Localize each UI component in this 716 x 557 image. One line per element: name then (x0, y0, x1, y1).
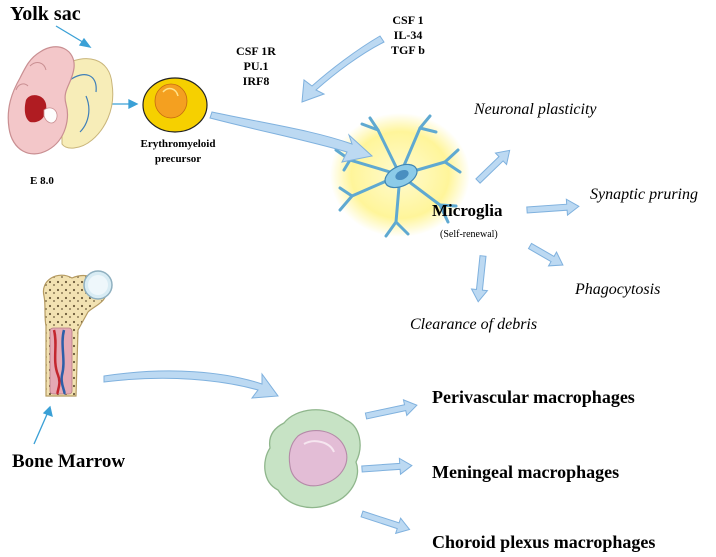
factors-left-list: CSF 1R PU.1 IRF8 (228, 44, 284, 89)
arrow-phagocytosis (527, 242, 564, 267)
self-renewal-label: (Self-renewal) (440, 229, 498, 240)
choroid-label: Choroid plexus macrophages (432, 532, 656, 552)
factor-pu1: PU.1 (243, 59, 269, 73)
yolk-sac-pointer (55, 25, 92, 48)
perivascular-label: Perivascular macrophages (432, 387, 635, 407)
macrophage-cell-icon (264, 409, 361, 509)
factor-csf1r: CSF 1R (236, 44, 276, 58)
bone-marrow-pointer (33, 405, 53, 445)
yolk-sac-label: Yolk sac (10, 3, 81, 25)
precursor-label-line-2: precursor (154, 153, 202, 165)
factors-to-microglia-arrow (301, 35, 385, 103)
factor-il34: IL-34 (393, 28, 423, 42)
clearance-label: Clearance of debris (410, 316, 538, 333)
factor-irf8: IRF8 (242, 74, 270, 88)
factors-right-list: CSF 1 IL-34 TGF b (380, 13, 436, 58)
bone-marrow-label: Bone Marrow (12, 451, 126, 472)
synaptic-pruning-label: Synaptic pruring (590, 186, 698, 203)
arrow-meningeal (361, 457, 413, 476)
bone-icon (42, 270, 113, 397)
arrow-synaptic-pruning (526, 198, 580, 217)
precursor-to-microglia-arrow (209, 111, 374, 163)
arrow-perivascular (364, 399, 418, 420)
meningeal-label: Meningeal macrophages (432, 462, 620, 482)
precursor-label-line-1: Erythromyeloid (140, 138, 216, 150)
arrow-choroid (360, 510, 411, 535)
factor-tgfb: TGF b (391, 43, 425, 57)
arrow-neuronal-plasticity (475, 149, 511, 184)
phagocytosis-label: Phagocytosis (575, 281, 661, 298)
embryo-icon (7, 46, 114, 155)
neuronal-plasticity-label: Neuronal plasticity (474, 101, 597, 118)
factor-csf1: CSF 1 (392, 13, 424, 27)
bone-to-macrophage-arrow (103, 370, 279, 399)
stage-label: E 8.0 (30, 175, 54, 187)
microglia-label: Microglia (432, 201, 503, 220)
arrow-clearance (470, 255, 489, 303)
precursor-cell-icon (142, 77, 208, 133)
precursor-label: Erythromyeloid precursor (130, 137, 226, 167)
microglia-cell-icon (330, 113, 470, 238)
